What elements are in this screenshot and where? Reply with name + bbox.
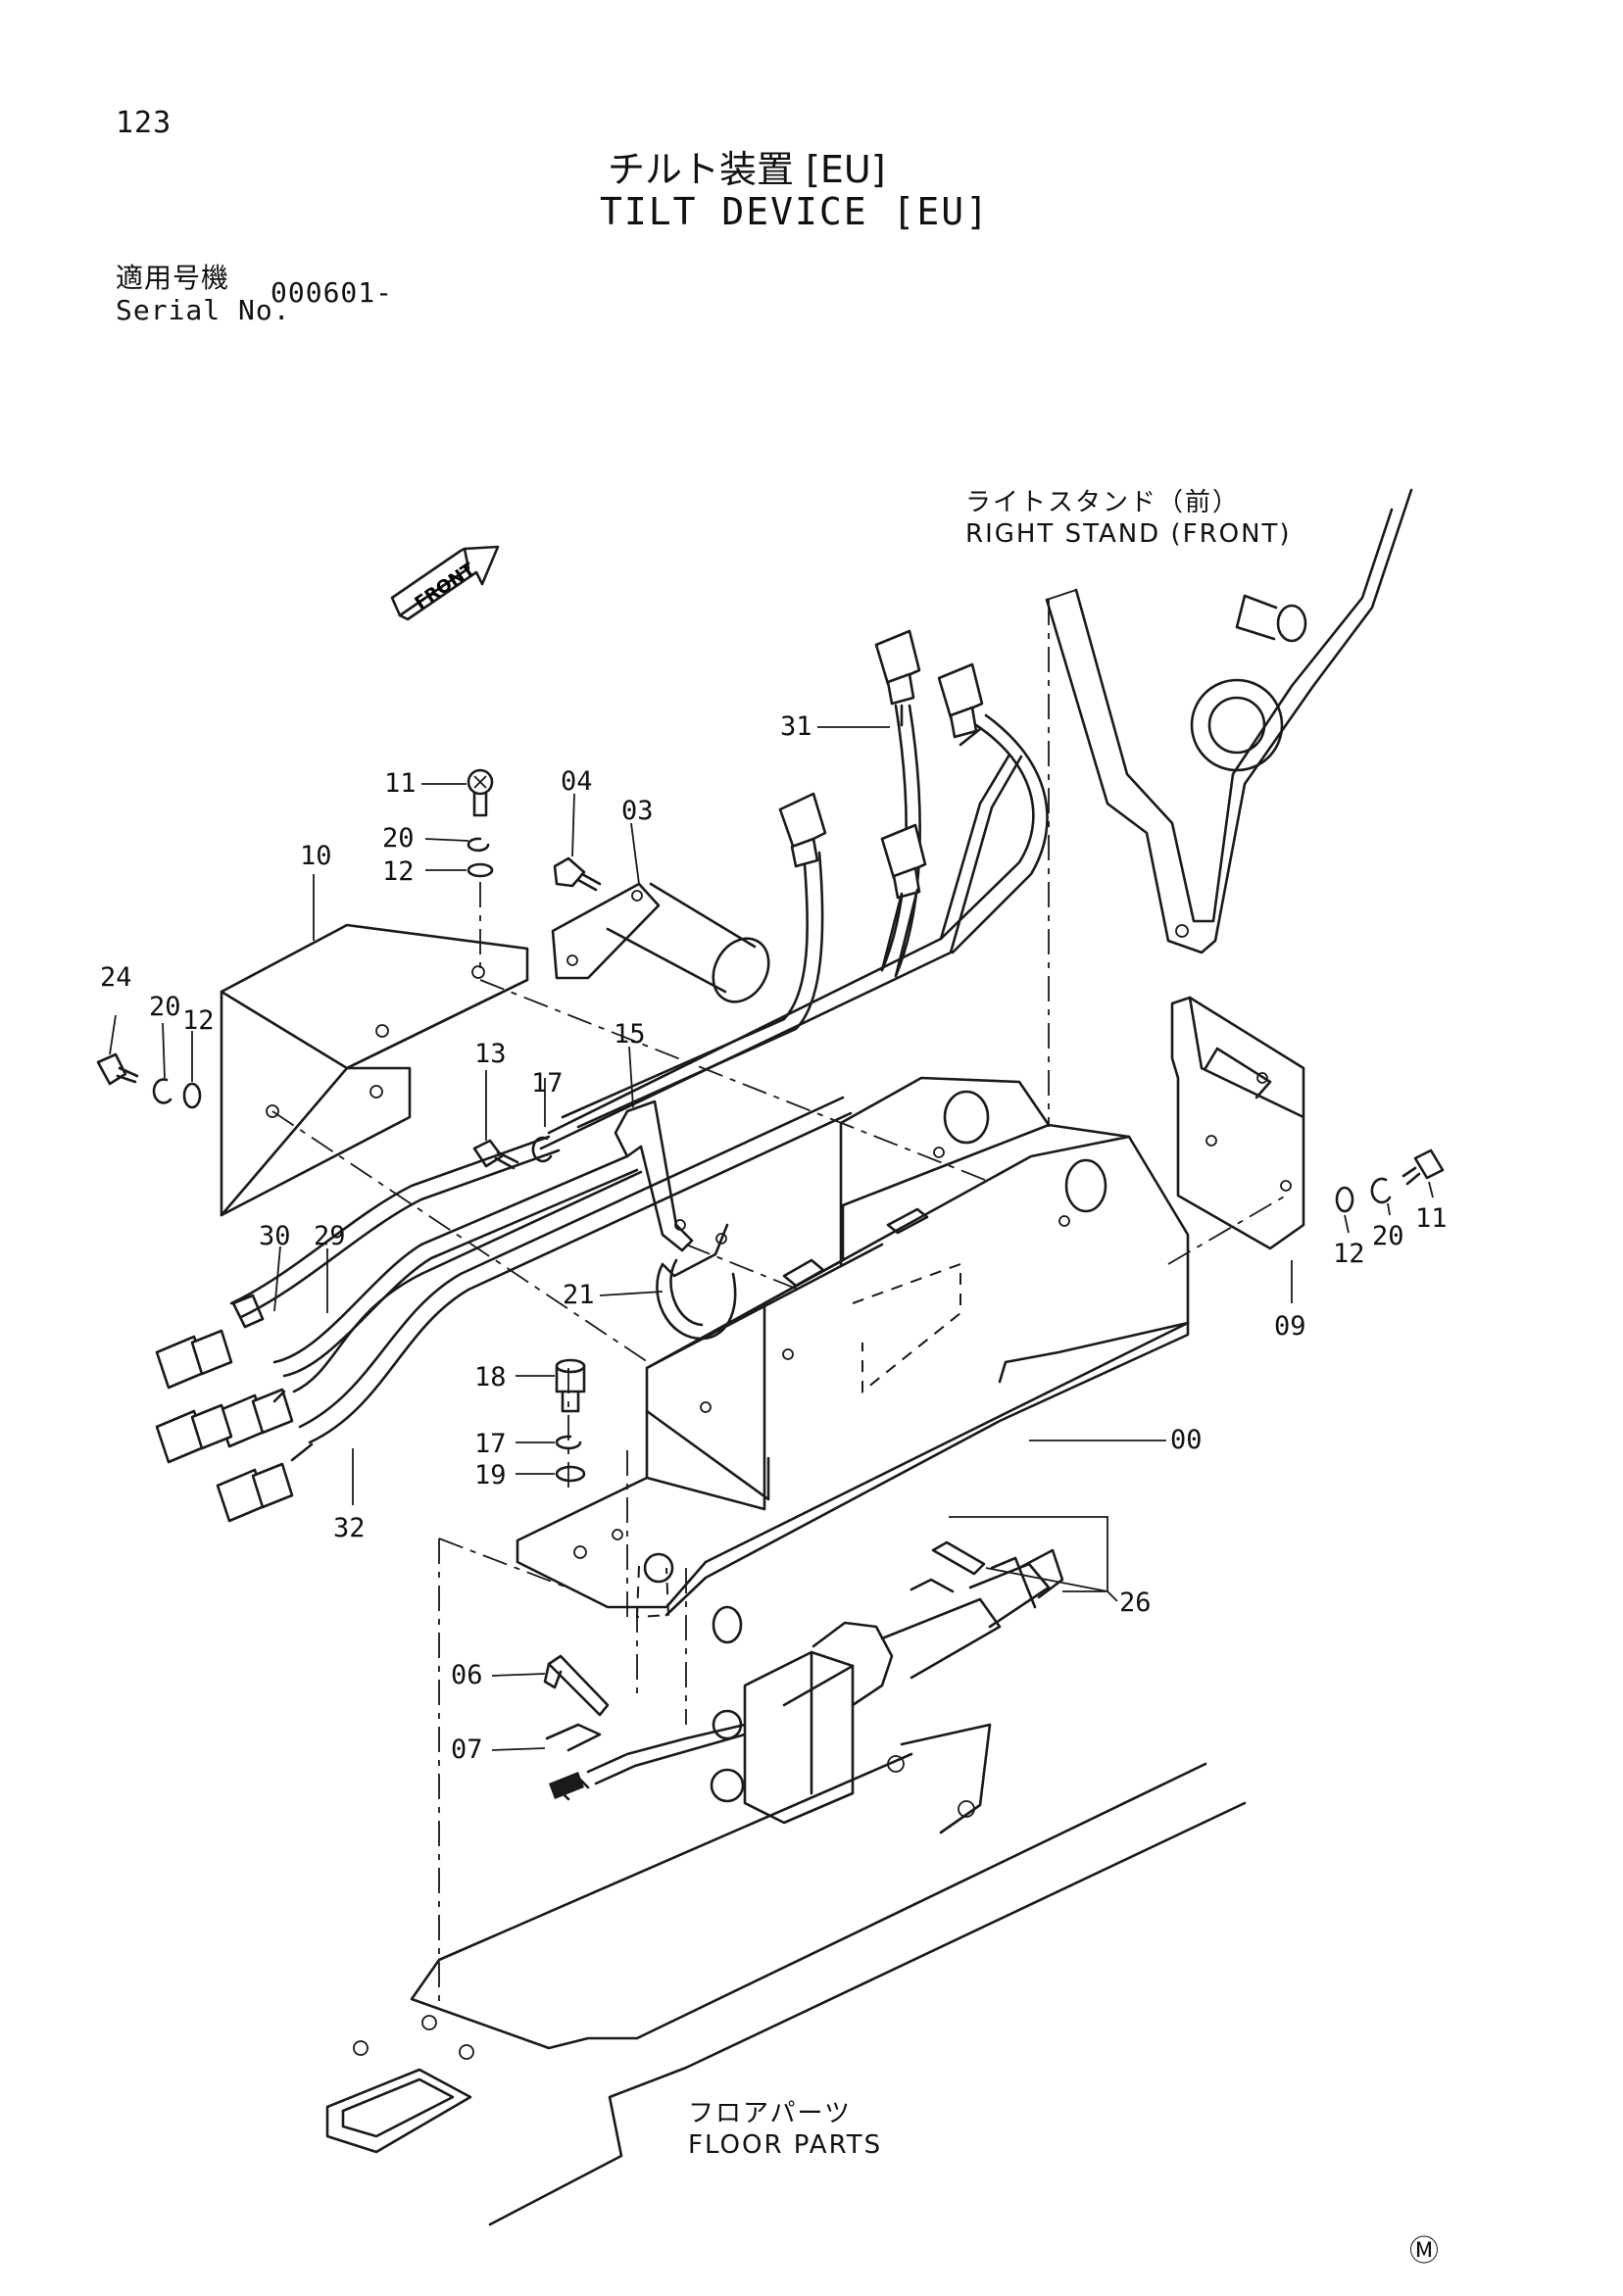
left-fasteners bbox=[96, 1052, 202, 1109]
callout-20-left: 20 bbox=[149, 992, 181, 1022]
serial-label-jp: 適用号機 bbox=[116, 262, 230, 294]
part-04-bolt bbox=[553, 856, 602, 892]
callout-24: 24 bbox=[100, 962, 132, 993]
callout-18: 18 bbox=[474, 1362, 507, 1392]
callout-20-right: 20 bbox=[1372, 1221, 1404, 1251]
callout-29: 29 bbox=[314, 1221, 346, 1251]
serial-label-en: Serial No. bbox=[116, 294, 291, 326]
callout-13: 13 bbox=[474, 1039, 507, 1069]
part-10-bracket bbox=[220, 923, 529, 1217]
callout-12-left: 12 bbox=[182, 1005, 215, 1036]
right-stand-note-en: RIGHT STAND (FRONT) bbox=[965, 519, 1292, 549]
right-stand-drawing bbox=[1045, 488, 1413, 1127]
callout-31: 31 bbox=[780, 711, 812, 742]
part-31-harness bbox=[539, 629, 1049, 1150]
callout-leaders bbox=[109, 726, 1434, 1751]
part-03-pin bbox=[551, 882, 770, 1003]
callout-11-right: 11 bbox=[1415, 1203, 1448, 1234]
tilt-actuator bbox=[549, 1548, 1064, 1825]
callout-30: 30 bbox=[259, 1221, 291, 1251]
callout-26: 26 bbox=[1119, 1588, 1152, 1618]
callout-21: 21 bbox=[563, 1280, 595, 1310]
callout-19: 19 bbox=[474, 1460, 507, 1490]
manufacturer-mark: Ⓜ bbox=[1409, 2234, 1439, 2269]
floor-parts-note-en: FLOOR PARTS bbox=[688, 2130, 883, 2160]
callout-03: 03 bbox=[621, 796, 654, 826]
callout-06: 06 bbox=[451, 1660, 483, 1690]
right-fasteners bbox=[1335, 1148, 1445, 1213]
callout-17-mid: 17 bbox=[531, 1068, 564, 1099]
callout-20-top: 20 bbox=[382, 823, 415, 854]
pins-06-07-26 bbox=[543, 1540, 986, 1752]
callout-15: 15 bbox=[614, 1019, 646, 1050]
page-number: 123 bbox=[116, 106, 172, 140]
front-arrow-icon: FRONT bbox=[390, 545, 500, 621]
part-17-18-19 bbox=[555, 1358, 586, 1483]
callout-00: 00 bbox=[1170, 1425, 1203, 1455]
right-stand-note-jp: ライトスタンド（前） bbox=[965, 488, 1241, 517]
assembly-dash-lines bbox=[271, 979, 991, 2009]
part-09-plate bbox=[1167, 996, 1305, 1265]
floor-parts-outline bbox=[325, 1723, 1247, 2226]
callout-12-top: 12 bbox=[382, 856, 415, 887]
callout-12-right: 12 bbox=[1333, 1239, 1365, 1269]
front-arrow-label: FRONT bbox=[412, 559, 479, 613]
callout-32: 32 bbox=[333, 1513, 366, 1543]
callout-04: 04 bbox=[561, 766, 593, 797]
title-english: TILT DEVICE [EU] bbox=[600, 190, 991, 233]
serial-number: 000601- bbox=[270, 276, 394, 309]
title-japanese: チルト装置 [EU] bbox=[608, 148, 886, 191]
part-29-30-32-harness bbox=[155, 1096, 853, 1523]
callout-17-low: 17 bbox=[474, 1429, 507, 1459]
top-fasteners bbox=[467, 768, 494, 970]
part-00-main-frame bbox=[516, 1076, 1190, 1644]
callout-10: 10 bbox=[300, 841, 332, 871]
callout-11-top: 11 bbox=[384, 768, 417, 799]
callout-09: 09 bbox=[1274, 1311, 1306, 1342]
callout-07: 07 bbox=[451, 1734, 483, 1765]
floor-parts-note-jp: フロアパーツ bbox=[688, 2099, 852, 2128]
part-21-clamp bbox=[656, 1223, 737, 1341]
